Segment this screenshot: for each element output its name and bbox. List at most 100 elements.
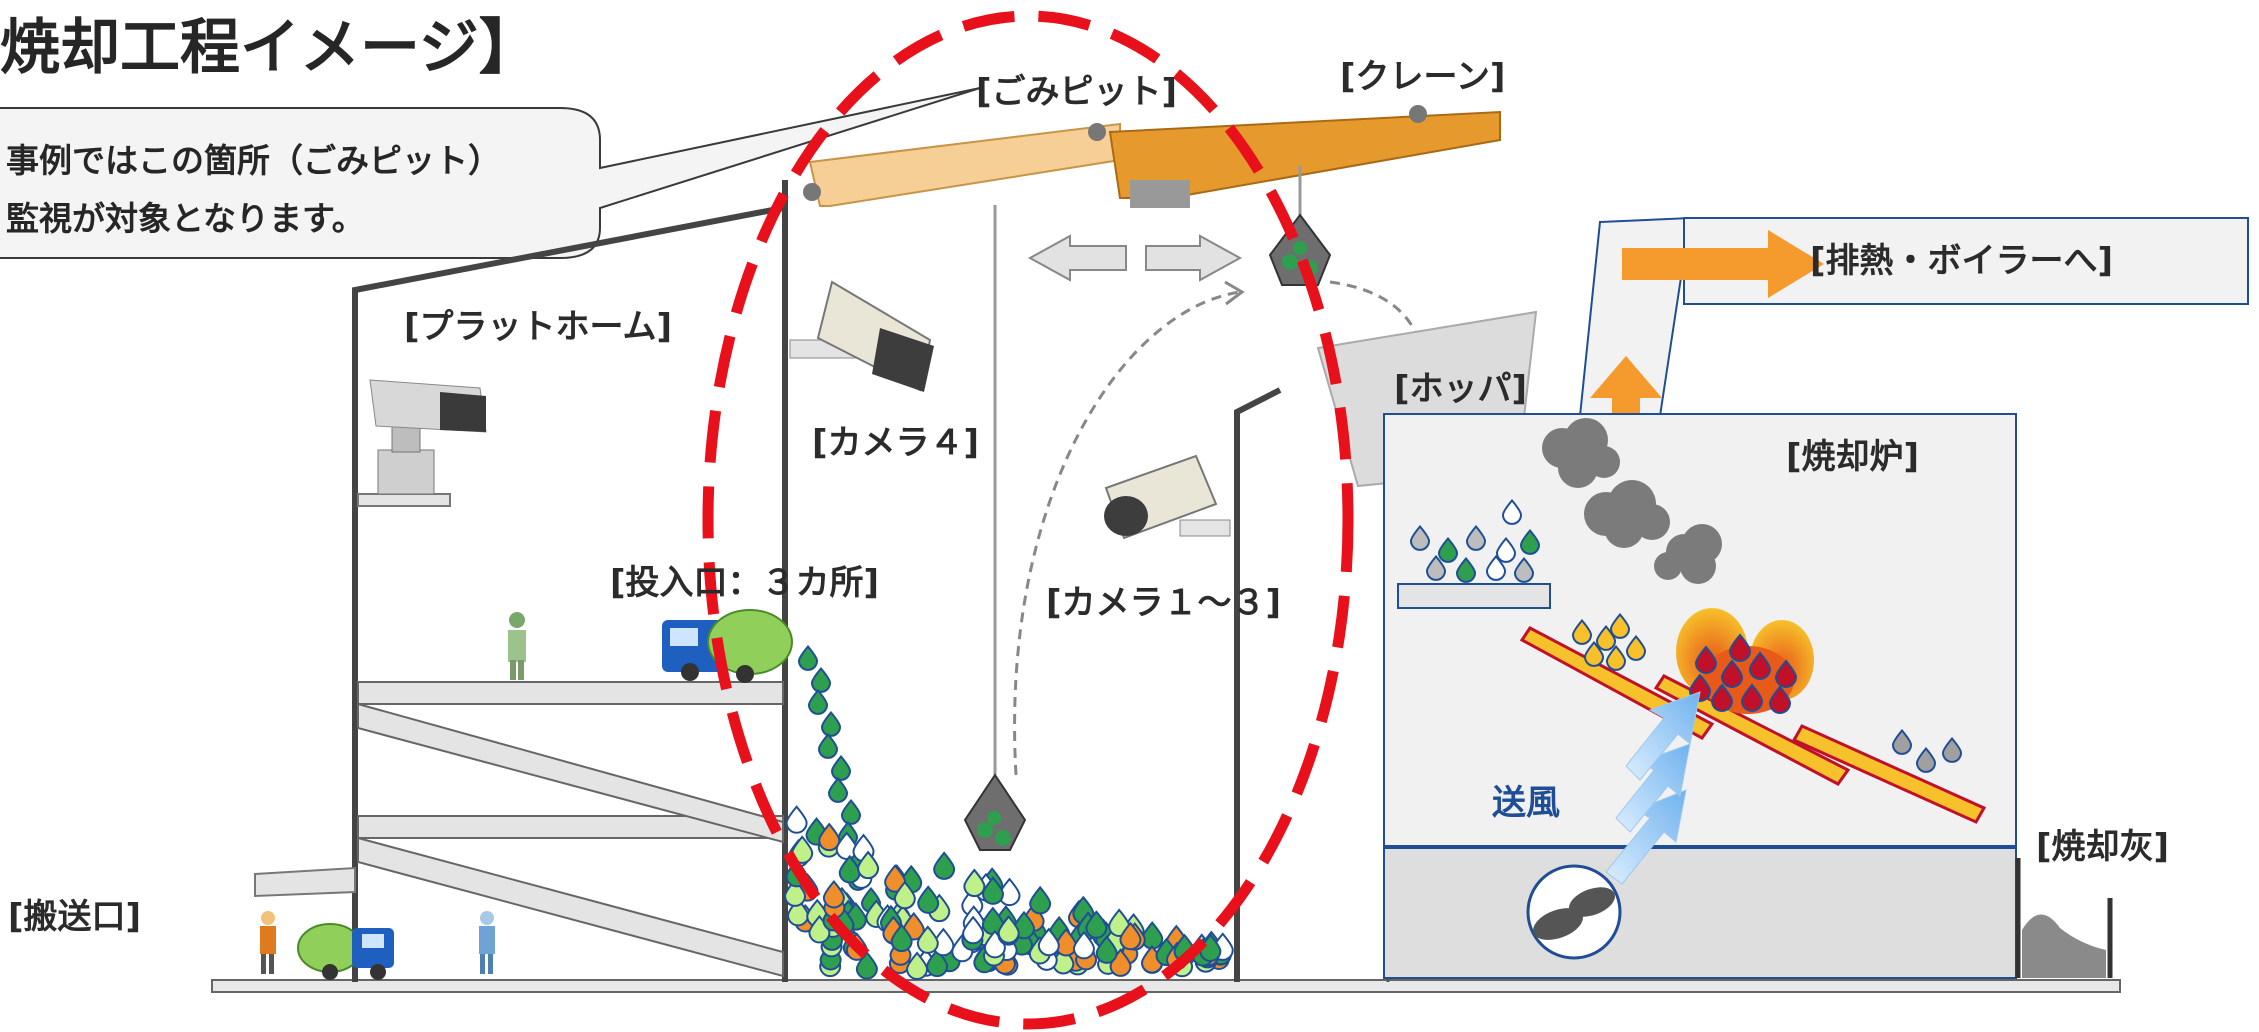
waste-drop: [1519, 528, 1541, 555]
waste-drop: [1495, 536, 1517, 563]
waste-drop: [817, 732, 839, 759]
waste-drop: [1095, 935, 1118, 964]
waste-drop: [1072, 930, 1095, 960]
waste-drop: [1728, 633, 1752, 662]
platform-building: [254, 180, 788, 982]
waste-drop: [906, 951, 929, 980]
feeder-shelf: [1397, 583, 1551, 609]
waste-drop: [1583, 640, 1605, 667]
camera-4-icon: [789, 280, 934, 392]
blower-fan-icon: [1526, 864, 1622, 960]
label-platform: [プラットホーム]: [404, 307, 672, 347]
pit-wall: [1234, 387, 1282, 982]
label-transport: [搬送口]: [8, 897, 141, 937]
waste-drop: [962, 915, 985, 945]
hopper-feed-arrow: [1329, 280, 1424, 361]
waste-drop: [1108, 908, 1131, 937]
crane-right-arrow-icon: [1145, 234, 1243, 282]
waste-drop: [797, 644, 819, 671]
label-exhaust: [排熱・ボイラーへ]: [1810, 241, 2113, 281]
waste-drop: [997, 915, 1020, 944]
grab-path-arrow: [1013, 290, 1241, 776]
waste-drop: [893, 880, 916, 910]
waste-drop: [810, 666, 832, 693]
waste-drop: [916, 925, 939, 954]
callout-line-2: 監視が対象となります。: [6, 199, 365, 238]
ash-pit: [2015, 858, 2113, 978]
label-inlet: [投入口：３カ所]: [610, 563, 879, 603]
waste-drop: [963, 868, 986, 898]
label-ash: [焼却灰]: [2036, 827, 2169, 867]
waste-drop: [1720, 659, 1744, 688]
waste-drop: [1425, 554, 1447, 581]
grab-path-arrowhead: [1224, 280, 1245, 306]
waste-drop: [1571, 618, 1593, 645]
waste-drop: [926, 948, 949, 978]
label-blower: 送風: [1492, 783, 1560, 823]
platform-camera-icon: [369, 379, 487, 495]
crane-left-arrow-icon: [1027, 234, 1127, 282]
waste-drop: [1437, 536, 1459, 563]
waste-drop: [1941, 736, 1963, 763]
waste-drop: [1748, 651, 1772, 680]
waste-drop: [820, 710, 842, 737]
heat-up-arrow-icon: [1590, 356, 1662, 466]
waste-drop: [981, 876, 1004, 905]
waste-drop: [1891, 728, 1913, 755]
label-hopper: [ホッパ]: [1394, 369, 1527, 409]
worker-platform-icon: [508, 612, 526, 680]
waste-drop: [1605, 644, 1627, 671]
waste-drop: [827, 776, 849, 803]
label-pit: [ごみピット]: [976, 72, 1177, 112]
waste-drop: [1409, 524, 1431, 551]
waste-drop: [807, 688, 829, 715]
camera-1-3-icon: [1104, 454, 1231, 540]
garbage-truck-platform-icon: [662, 609, 793, 683]
waste-drop: [1710, 683, 1734, 712]
waste-drop: [1455, 556, 1477, 583]
waste-drop: [1625, 634, 1647, 661]
label-crane: [クレーン]: [1340, 57, 1505, 97]
waste-drop: [1694, 645, 1718, 674]
callout-line-1: 事例ではこの箇所（ごみピット）: [6, 141, 501, 180]
grate: [1519, 626, 1987, 824]
waste-drop: [884, 864, 907, 893]
waste-drop: [1513, 556, 1535, 583]
waste-drop: [1609, 612, 1631, 639]
waste-drop: [857, 850, 880, 880]
waste-drop: [1029, 885, 1052, 915]
waste-drop: [840, 798, 862, 825]
label-incinerator: [焼却炉]: [1786, 437, 1919, 477]
waste-drop: [830, 754, 852, 781]
air-blower-arrows-icon: [1605, 691, 1701, 885]
worker-ground-2-icon: [479, 911, 495, 974]
worker-ground-1-icon: [260, 911, 276, 974]
waste-drop: [1774, 659, 1798, 688]
label-camera-4: [カメラ４]: [812, 423, 979, 463]
waste-drop: [1037, 927, 1060, 957]
waste-drop: [785, 805, 808, 834]
pit-highlight-ellipse: [702, 10, 1354, 1030]
waste-drop: [1501, 498, 1523, 525]
label-camera-1-3: [カメラ１～３]: [1046, 583, 1281, 623]
exhaust-arrow-icon: [1622, 230, 1824, 298]
page-title: 焼却工程イメージ】: [0, 13, 539, 83]
feeder-waste: [1409, 498, 1541, 583]
waste-drop: [1740, 683, 1764, 712]
grate-waste: [1571, 612, 1963, 773]
callout-bubble: 事例ではこの箇所（ごみピット） 監視が対象となります。: [0, 87, 981, 259]
smoke-icon: [1542, 418, 1722, 584]
waste-drop: [1915, 746, 1937, 773]
waste-drop: [1465, 524, 1487, 551]
waste-drop: [791, 835, 814, 864]
garbage-truck-ground-icon: [297, 923, 394, 980]
waste-drop: [822, 879, 845, 909]
waste-drop: [917, 885, 940, 914]
waste-drop: [1119, 921, 1142, 951]
grab-bucket-upper-icon: [1268, 213, 1332, 286]
waste-drop: [1141, 921, 1164, 950]
ground-slab: [211, 979, 2121, 993]
waste-drop: [1485, 554, 1507, 581]
crane-icon: [803, 105, 1501, 208]
